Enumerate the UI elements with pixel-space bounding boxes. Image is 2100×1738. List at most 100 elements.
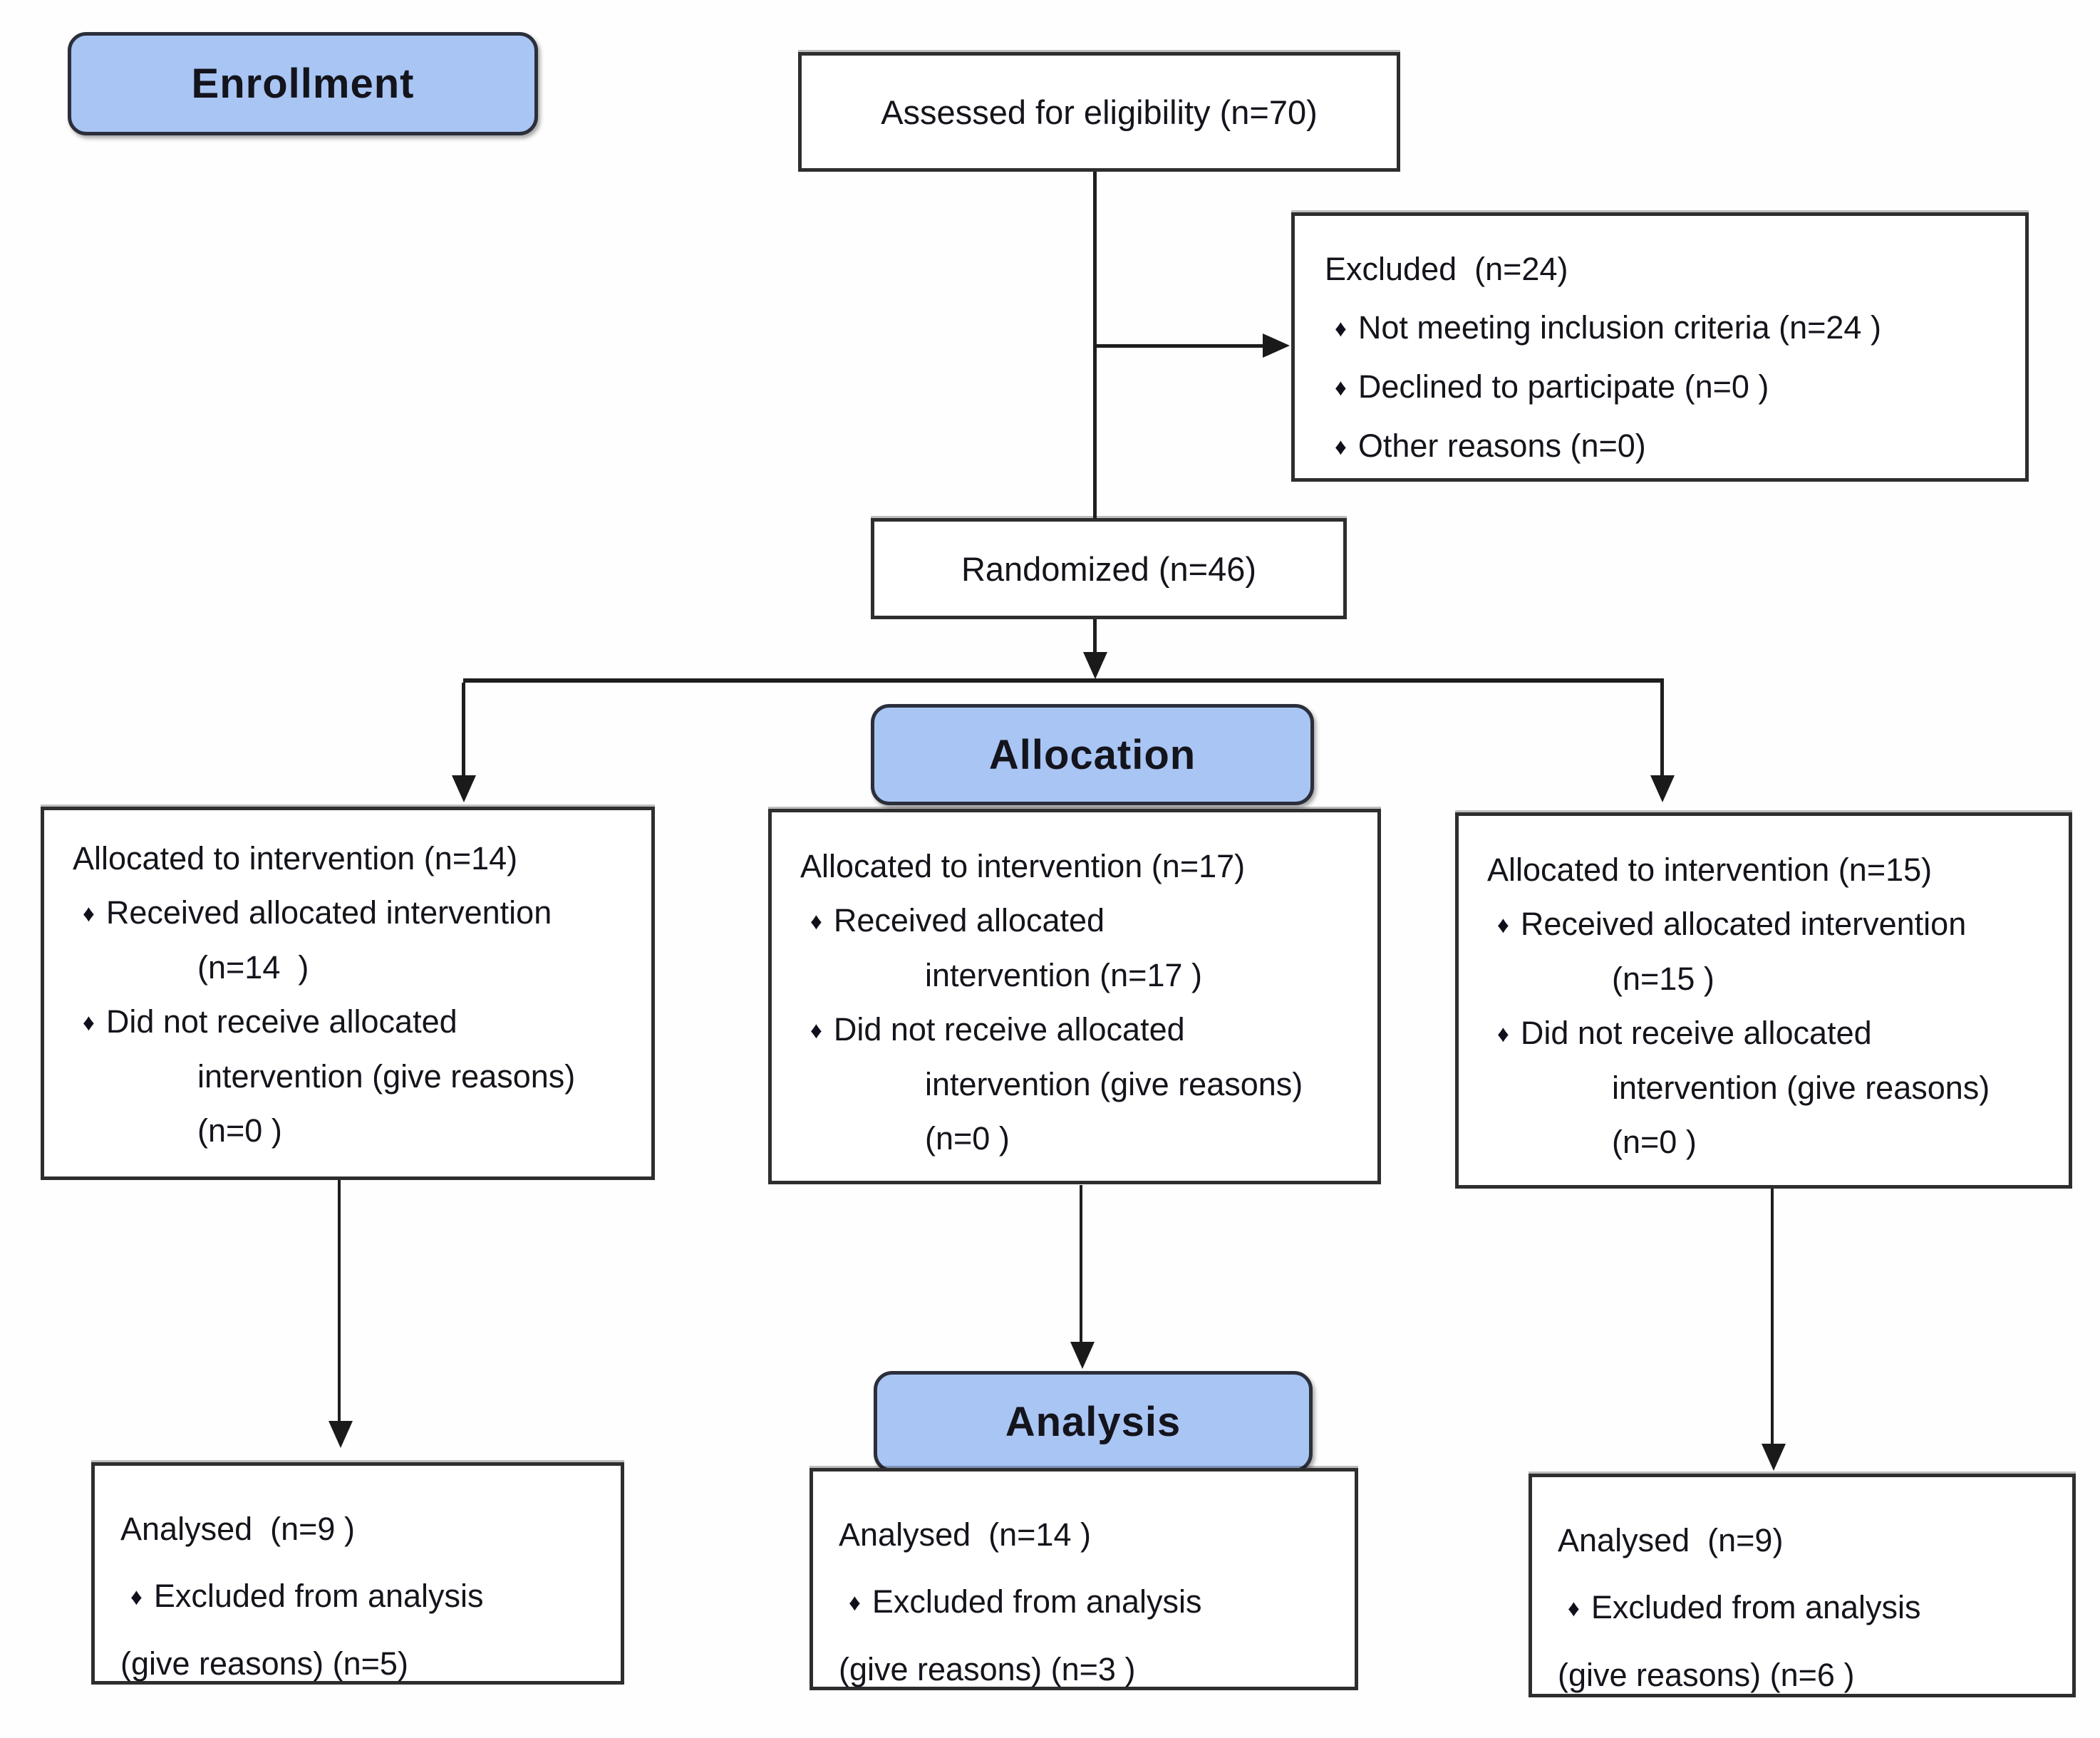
allocation-arm1-received-n: (n=14 ) — [73, 941, 637, 995]
allocation-arm3-notreceived-n: (n=0 ) — [1487, 1115, 2054, 1169]
diamond-bullet-icon: ♦ — [83, 1009, 95, 1035]
allocation-branch-bar — [463, 678, 1664, 683]
randomized-text: Randomized (n=46) — [961, 549, 1257, 588]
diamond-bullet-icon: ♦ — [130, 1583, 143, 1610]
excluded-item-text: Not meeting inclusion criteria (n=24 ) — [1357, 309, 1881, 346]
diamond-bullet-icon: ♦ — [1497, 911, 1509, 938]
diamond-bullet-icon: ♦ — [810, 908, 822, 934]
allocation-arm2-received-n: intervention (n=17 ) — [800, 948, 1363, 1003]
arrowhead-analysed-arm3 — [1762, 1444, 1786, 1471]
notreceived-reasons-text: intervention (give reasons) — [925, 1066, 1303, 1102]
connector-arm1-to-analysed — [338, 1180, 341, 1422]
analysed-arm2-excluded: ♦ Excluded from analysis — [839, 1568, 1343, 1636]
received-n-text: (n=14 ) — [197, 949, 309, 986]
excluded-item: ♦ Not meeting inclusion criteria (n=24 ) — [1325, 299, 2004, 358]
connector-assessed-to-randomized — [1093, 172, 1097, 519]
diamond-bullet-icon: ♦ — [1335, 374, 1347, 400]
arrowhead-analysed-arm1 — [329, 1421, 353, 1448]
diamond-bullet-icon: ♦ — [1335, 315, 1347, 341]
excluded-item: ♦ Other reasons (n=0) — [1325, 417, 2004, 476]
connector-bar-to-arm3 — [1660, 683, 1664, 777]
assessed-eligibility-box: Assessed for eligibility (n=70) — [798, 52, 1400, 172]
allocation-arm2-box: Allocated to intervention (n=17) ♦ Receiv… — [768, 809, 1381, 1184]
allocation-arm3-received-n: (n=15 ) — [1487, 952, 2054, 1006]
notreceived-n-text: (n=0 ) — [1612, 1124, 1697, 1160]
connector-arm3-to-analysed — [1771, 1189, 1774, 1445]
allocation-arm3-notreceived: ♦ Did not receive allocated — [1487, 1006, 2054, 1061]
analysed-arm2-reasons: (give reasons) (n=3 ) — [839, 1636, 1343, 1703]
diamond-bullet-icon: ♦ — [849, 1589, 861, 1615]
allocation-arm2-received: ♦ Received allocated — [800, 894, 1363, 948]
excluded-item: ♦ Declined to participate (n=0 ) — [1325, 358, 2004, 417]
excluded-from-analysis-text: Excluded from analysis — [153, 1578, 484, 1614]
assessed-eligibility-text: Assessed for eligibility (n=70) — [881, 93, 1318, 131]
connector-arm2-to-analysis — [1080, 1185, 1082, 1343]
analysed-arm3-box: Analysed (n=9) ♦ Excluded from analysis (… — [1529, 1474, 2076, 1697]
allocation-arm2-title: Allocated to intervention (n=17) — [800, 848, 1246, 884]
notreceived-reasons-text: intervention (give reasons) — [197, 1058, 576, 1095]
give-reasons-text: (give reasons) (n=3 ) — [839, 1651, 1136, 1687]
analysed-arm1-box: Analysed (n=9 ) ♦Excluded from analysis … — [91, 1462, 624, 1685]
received-line: Received allocated intervention — [1520, 906, 1967, 942]
diamond-bullet-icon: ♦ — [1335, 433, 1347, 460]
arrowhead-arm1 — [452, 775, 476, 802]
arrowhead-excluded — [1263, 333, 1290, 358]
give-reasons-text: (give reasons) (n=5) — [120, 1645, 408, 1682]
received-n-text: (n=15 ) — [1612, 961, 1714, 997]
allocation-arm2-notreceived: ♦ Did not receive allocated — [800, 1003, 1363, 1057]
allocation-arm1-notreceived-2: intervention (give reasons) — [73, 1050, 637, 1104]
allocation-arm1-notreceived-n: (n=0 ) — [73, 1104, 637, 1158]
diamond-bullet-icon: ♦ — [1568, 1595, 1580, 1621]
connector-bar-to-arm1 — [462, 683, 465, 777]
notreceived-n-text: (n=0 ) — [197, 1112, 282, 1149]
diamond-bullet-icon: ♦ — [83, 900, 95, 926]
analysed-arm1-reasons: (give reasons) (n=5) — [120, 1630, 609, 1697]
notreceived-line: Did not receive allocated — [833, 1011, 1185, 1048]
received-n-text: intervention (n=17 ) — [925, 957, 1202, 993]
analysed-arm2-title: Analysed (n=14 ) — [839, 1516, 1091, 1553]
allocation-arm1-box: Allocated to intervention (n=14) ♦ Receiv… — [41, 807, 655, 1180]
excluded-from-analysis-text: Excluded from analysis — [1590, 1589, 1921, 1625]
excluded-from-analysis-text: Excluded from analysis — [871, 1583, 1202, 1620]
analysed-arm1-excluded: ♦ Excluded from analysis — [120, 1563, 609, 1630]
excluded-box: Excluded (n=24) ♦ Not meeting inclusion c… — [1291, 212, 2029, 482]
allocation-arm2-notreceived-n: (n=0 ) — [800, 1112, 1363, 1166]
analysis-stage-text: Analysis — [1005, 1398, 1181, 1445]
randomized-box: Randomized (n=46) — [871, 518, 1347, 619]
notreceived-reasons-text: intervention (give reasons) — [1612, 1070, 1990, 1106]
analysed-arm3-excluded: ♦ Excluded from analysis — [1558, 1574, 2061, 1642]
give-reasons-text: (give reasons) (n=6 ) — [1558, 1657, 1855, 1693]
received-line: Received allocated intervention — [105, 894, 552, 931]
analysed-arm3-reasons: (give reasons) (n=6 ) — [1558, 1642, 2061, 1709]
allocation-arm1-notreceived: ♦ Did not receive allocated — [73, 995, 637, 1050]
allocation-stage-label: Allocation — [871, 704, 1314, 805]
analysis-stage-label: Analysis — [874, 1371, 1313, 1472]
analysed-arm1-title: Analysed (n=9 ) — [120, 1511, 355, 1547]
notreceived-line: Did not receive allocated — [105, 1003, 457, 1040]
allocation-arm1-title: Allocated to intervention (n=14) — [73, 840, 518, 876]
arrowhead-arm3 — [1650, 775, 1675, 802]
diamond-bullet-icon: ♦ — [1497, 1020, 1509, 1047]
notreceived-n-text: (n=0 ) — [925, 1120, 1010, 1157]
analysed-arm3-title: Analysed (n=9) — [1558, 1522, 1784, 1558]
allocation-arm3-received: ♦ Received allocated intervention — [1487, 897, 2054, 952]
analysed-arm2-box: Analysed (n=14 ) ♦ Excluded from analysis… — [810, 1468, 1358, 1690]
allocation-arm2-notreceived-2: intervention (give reasons) — [800, 1057, 1363, 1112]
received-line: Received allocated — [833, 902, 1105, 938]
connector-to-excluded — [1095, 344, 1265, 348]
allocation-arm1-received: ♦ Received allocated intervention — [73, 886, 637, 941]
diamond-bullet-icon: ♦ — [810, 1017, 822, 1043]
allocation-arm3-box: Allocated to intervention (n=15) ♦ Receiv… — [1455, 812, 2072, 1189]
allocation-stage-text: Allocation — [988, 731, 1196, 778]
enrollment-stage-text: Enrollment — [191, 61, 415, 107]
excluded-item-text: Declined to participate (n=0 ) — [1357, 368, 1769, 405]
arrowhead-analysis-label — [1070, 1342, 1095, 1369]
excluded-title: Excluded (n=24) — [1325, 251, 1568, 287]
allocation-arm3-notreceived-2: intervention (give reasons) — [1487, 1061, 2054, 1115]
excluded-item-text: Other reasons (n=0) — [1357, 428, 1646, 464]
arrowhead-allocation-bar — [1083, 652, 1107, 679]
allocation-arm3-title: Allocated to intervention (n=15) — [1487, 852, 1933, 888]
notreceived-line: Did not receive allocated — [1520, 1015, 1872, 1051]
connector-randomized-to-bar — [1093, 619, 1097, 653]
